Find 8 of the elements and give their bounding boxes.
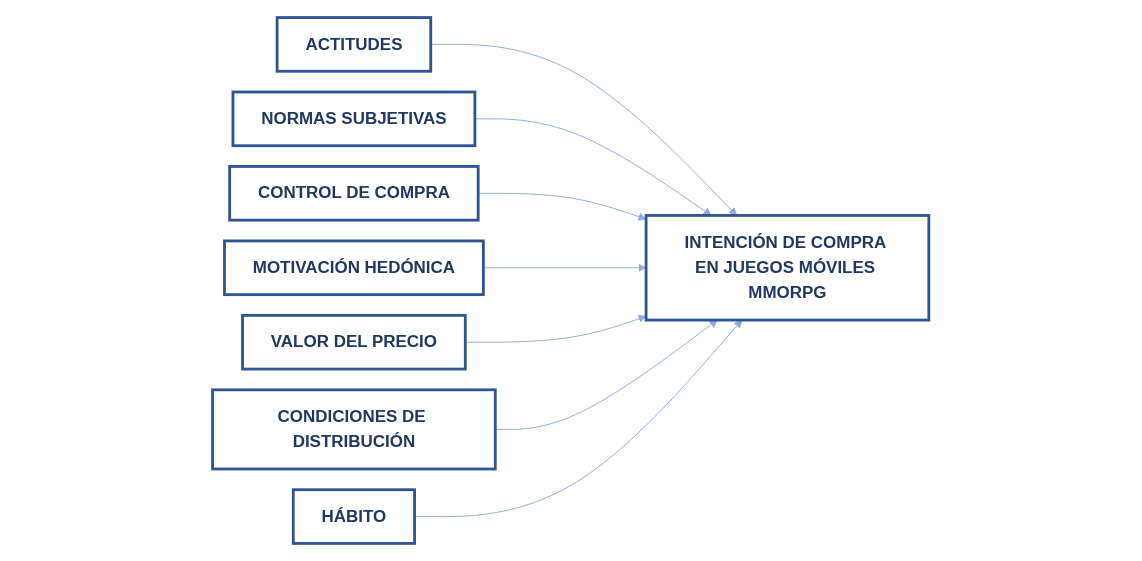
- node-box: MOTIVACIÓN HEDÓNICA: [223, 239, 486, 297]
- node-box: CONDICIONES DE DISTRIBUCIÓN: [211, 388, 497, 471]
- node-box: INTENCIÓN DE COMPRA EN JUEGOS MÓVILES MMORPG: [645, 214, 931, 322]
- node-box: CONTROL DE COMPRA: [228, 165, 480, 222]
- node-box: ACTITUDES: [276, 16, 433, 73]
- node-box: VALOR DEL PRECIO: [241, 313, 468, 371]
- node-box: NORMAS SUBJETIVAS: [231, 90, 477, 148]
- node-box: HÁBITO: [292, 488, 417, 545]
